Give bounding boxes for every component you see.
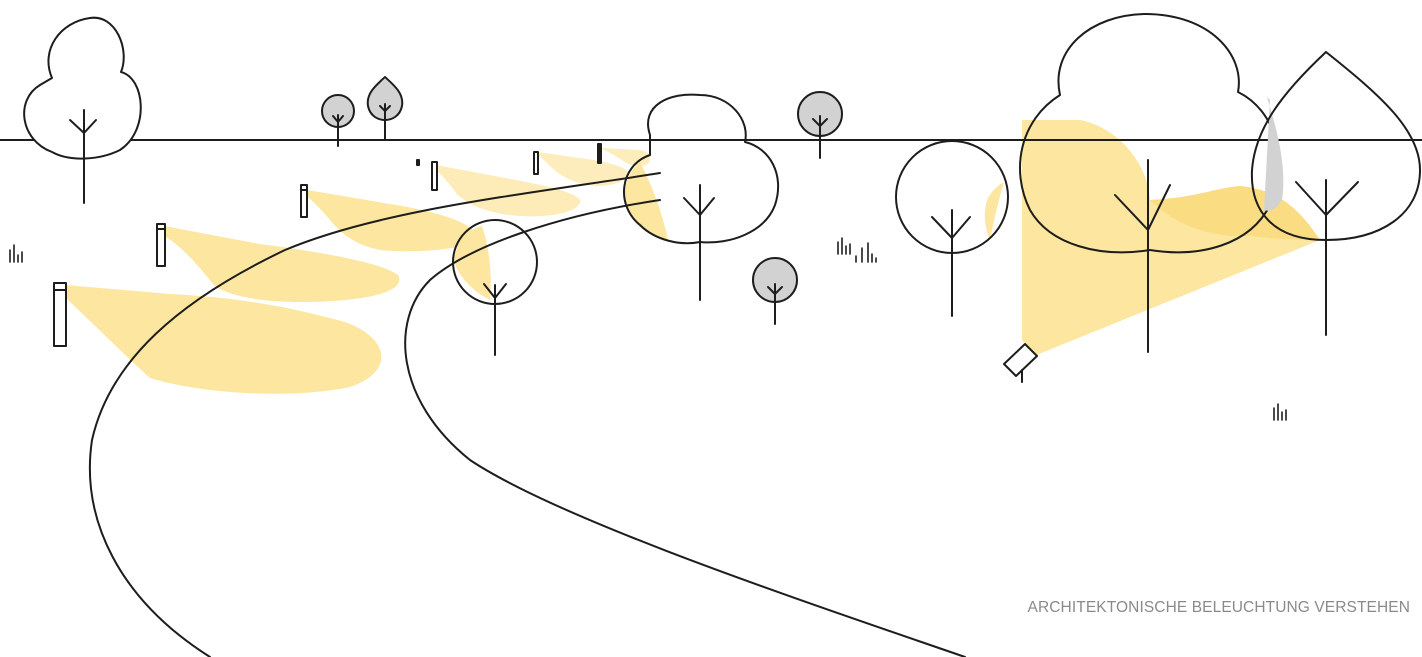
tree-icon xyxy=(452,219,538,356)
bollard-light-icon xyxy=(53,282,67,347)
bollard-light-icon xyxy=(416,159,420,166)
bollard-light-icon xyxy=(300,184,308,218)
tree-icon xyxy=(623,93,780,301)
grass-tuft-icon xyxy=(837,237,877,263)
light-beam-icon xyxy=(984,182,1004,240)
light-beam-icon xyxy=(66,285,382,394)
grass-tuft-icon xyxy=(9,244,23,263)
light-beams xyxy=(66,120,1320,394)
bollard-light-icon xyxy=(533,151,539,175)
bollard-light-icon xyxy=(156,223,166,267)
path-inner-edge xyxy=(404,199,966,657)
light-beam-icon xyxy=(538,152,628,186)
tree-icon xyxy=(895,140,1009,317)
light-beam-icon xyxy=(436,165,581,217)
tree-icon xyxy=(752,257,798,325)
ground-spotlight-icon xyxy=(1003,343,1038,383)
caption-text: ARCHITEKTONISCHE BELEUCHTUNG VERSTEHEN xyxy=(1027,599,1410,616)
path-outer-edge xyxy=(88,172,661,657)
tree-icon xyxy=(797,91,843,159)
bollard-light-icon xyxy=(597,143,602,164)
tree-icon xyxy=(321,94,355,147)
tree-icon xyxy=(23,16,142,204)
light-beam-icon xyxy=(624,162,668,240)
light-beam-icon xyxy=(307,190,479,252)
grass-tuft-icon xyxy=(1273,403,1287,421)
light-beam-icon xyxy=(1022,120,1320,356)
tree-icon xyxy=(366,76,404,140)
light-beam-icon xyxy=(454,226,491,300)
bollard-light-icon xyxy=(431,161,438,191)
tree-icon xyxy=(1250,51,1421,336)
